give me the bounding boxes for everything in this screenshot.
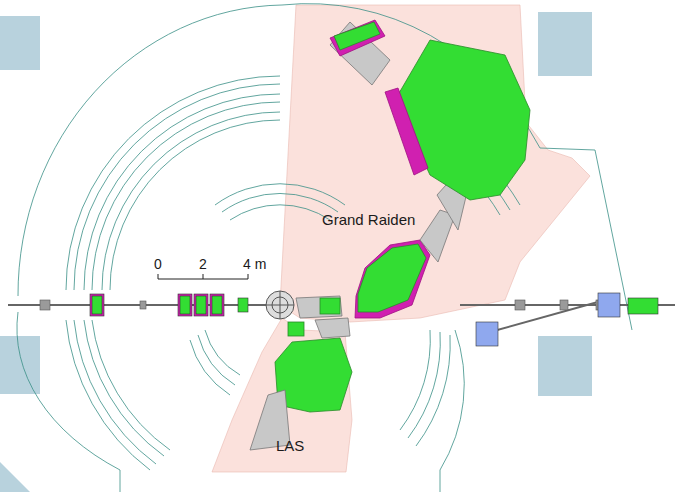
- grand-raiden-magnet: [296, 20, 530, 318]
- scattering-chamber: [266, 291, 294, 319]
- las-magnet: [250, 318, 352, 450]
- scale-bar: [158, 274, 248, 279]
- spectrometer-label: Grand Raiden: [322, 212, 415, 229]
- scale-number: 4 m: [243, 257, 266, 272]
- spectrometer-label: LAS: [276, 438, 304, 455]
- scale-number: 0: [154, 257, 162, 272]
- hall-outline: [17, 4, 632, 492]
- spectrometer-region: [212, 5, 590, 472]
- scale-number: 2: [199, 257, 207, 272]
